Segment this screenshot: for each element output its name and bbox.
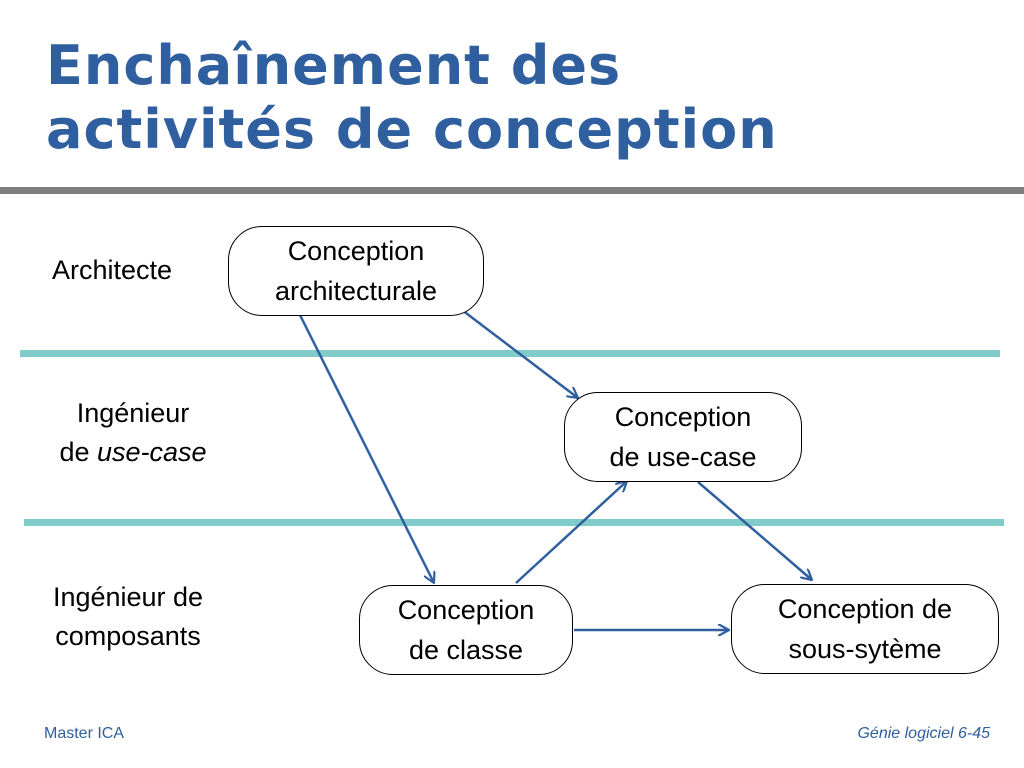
- node-architecturale-line-1: Conception: [287, 236, 425, 266]
- node-conception-sous-systeme: Conception de sous-sytème: [731, 584, 999, 674]
- arrow-architecturale-to-use-case: [461, 309, 578, 398]
- arrow-classe-to-use-case: [515, 481, 627, 584]
- role-use-case-line-1: Ingénieur: [76, 398, 190, 428]
- role-use-case-line-2: de use-case: [38, 433, 228, 472]
- node-conception-use-case: Conception de use-case: [564, 392, 802, 482]
- node-sous-systeme-line-2: sous-sytème: [788, 634, 942, 664]
- node-classe-line-1: Conception: [397, 595, 535, 625]
- node-sous-systeme-line-1: Conception de: [777, 594, 953, 624]
- node-conception-classe: Conception de classe: [359, 585, 573, 675]
- title-line-2: activités de conception: [46, 98, 778, 161]
- node-use-case-line-1: Conception: [614, 402, 752, 432]
- title-line-1: Enchaînement des: [46, 34, 622, 97]
- role-use-case-italic: use-case: [96, 437, 207, 467]
- node-use-case-line-2: de use-case: [609, 442, 757, 472]
- node-conception-architecturale: Conception architecturale: [228, 226, 484, 316]
- node-architecturale-line-2: architecturale: [274, 276, 438, 306]
- role-composants-line-1: Ingénieur de: [52, 582, 204, 612]
- arrow-architecturale-to-classe: [298, 314, 434, 583]
- arrow-use-case-to-sous-systeme: [697, 481, 812, 580]
- role-composants-line-2: composants: [55, 621, 201, 651]
- footer-page-ref: Génie logiciel 6-45: [857, 725, 990, 742]
- title-divider: [0, 187, 1024, 194]
- node-classe-line-2: de classe: [408, 635, 524, 665]
- swimlane-divider-2: [24, 519, 1004, 526]
- role-architecte: Architecte: [52, 251, 172, 290]
- role-ingenieur-use-case: Ingénieur de use-case: [38, 394, 228, 472]
- role-architecte-label: Architecte: [52, 255, 173, 285]
- swimlane-divider-1: [20, 350, 1000, 357]
- role-use-case-prefix: de: [59, 437, 97, 467]
- role-ingenieur-composants: Ingénieur de composants: [30, 578, 226, 656]
- footer-course: Master ICA: [44, 725, 125, 742]
- slide-title: Enchaînement des activités de conception: [46, 34, 778, 162]
